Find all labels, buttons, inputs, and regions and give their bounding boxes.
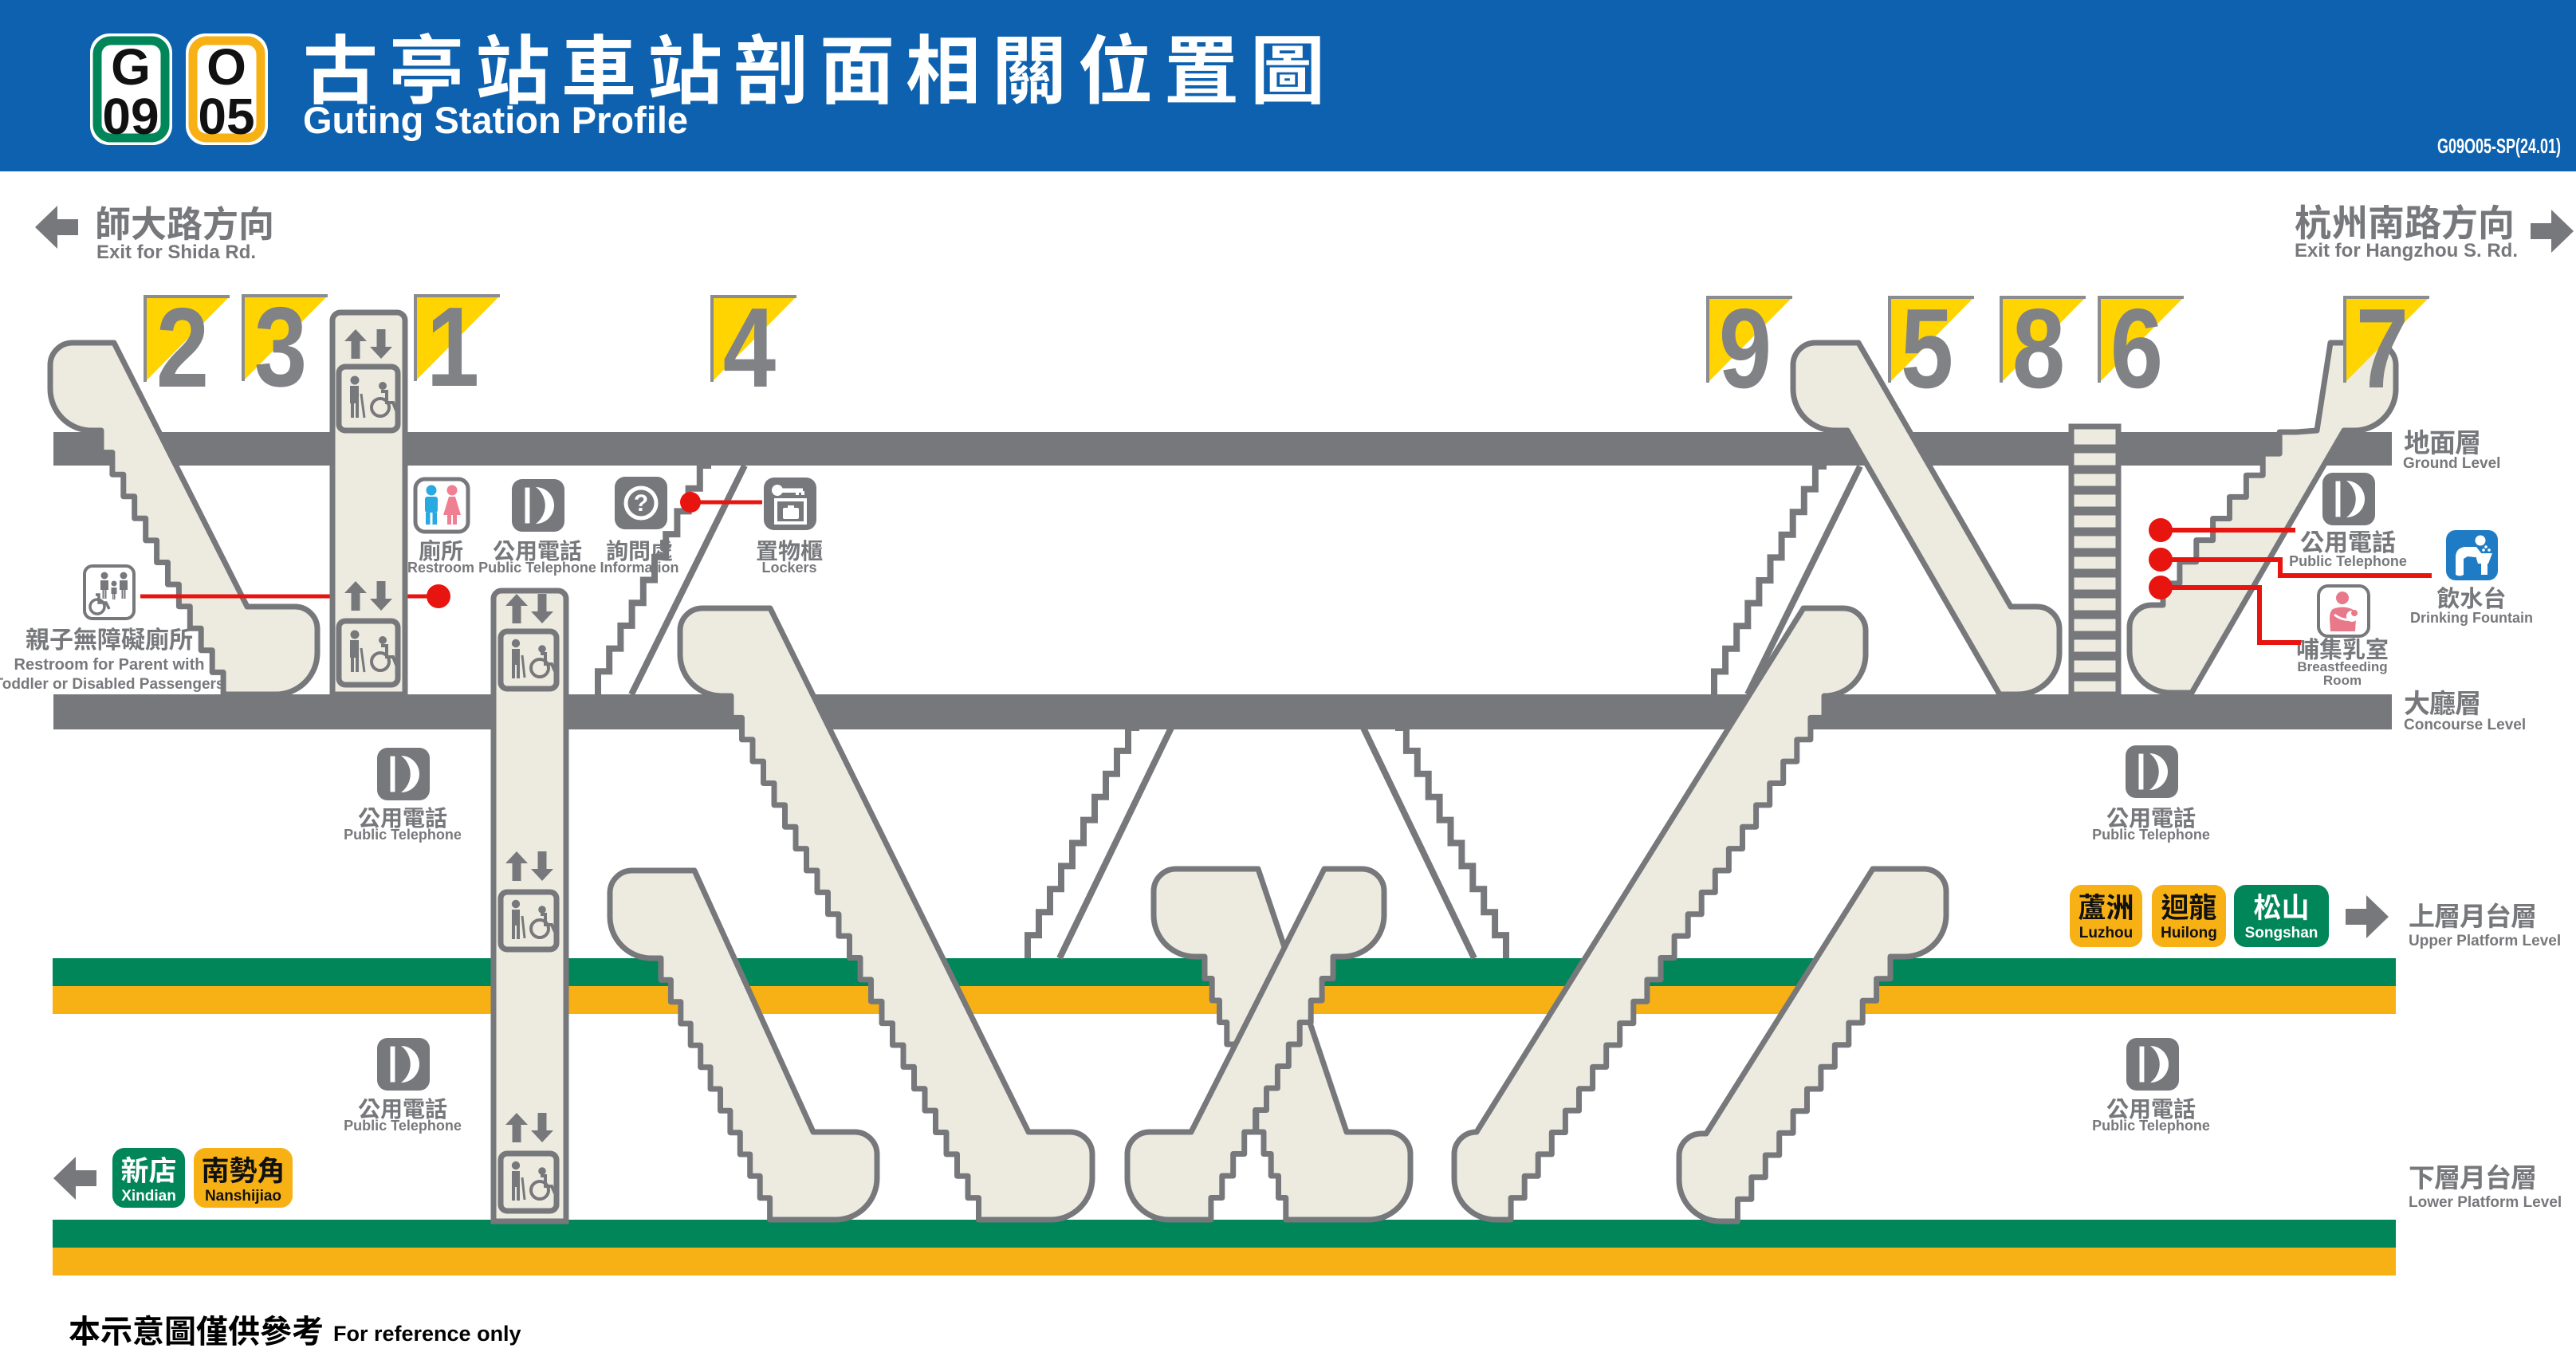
svg-text:公用電話: 公用電話 <box>358 806 447 831</box>
svg-text:Concourse Level: Concourse Level <box>2404 717 2526 733</box>
svg-text:公用電話: 公用電話 <box>2106 1097 2196 1122</box>
svg-text:09: 09 <box>102 88 159 145</box>
svg-text:Guting Station Profile: Guting Station Profile <box>303 99 688 141</box>
svg-text:南勢角: 南勢角 <box>201 1156 285 1187</box>
svg-text:地面層: 地面層 <box>2404 428 2480 458</box>
svg-text:Public Telephone: Public Telephone <box>2289 553 2407 569</box>
svg-text:6: 6 <box>2110 285 2163 411</box>
svg-text:Lower Platform Level: Lower Platform Level <box>2409 1194 2562 1211</box>
svg-text:置物櫃: 置物櫃 <box>756 539 823 564</box>
svg-text:Public Telephone: Public Telephone <box>344 1118 462 1134</box>
svg-text:迴龍: 迴龍 <box>2161 893 2216 924</box>
svg-text:Exit for Hangzhou S. Rd.: Exit for Hangzhou S. Rd. <box>2295 240 2518 261</box>
svg-text:詢問處: 詢問處 <box>606 539 673 564</box>
svg-text:師大路方向: 師大路方向 <box>95 204 274 245</box>
svg-text:親子無障礙廁所: 親子無障礙廁所 <box>26 627 193 654</box>
svg-text:05: 05 <box>198 88 254 145</box>
svg-text:公用電話: 公用電話 <box>2106 806 2196 831</box>
svg-text:3: 3 <box>254 283 307 410</box>
svg-text:5: 5 <box>1901 285 1953 411</box>
svg-text:上層月台層: 上層月台層 <box>2409 902 2536 931</box>
svg-text:Huilong: Huilong <box>2161 925 2217 941</box>
svg-text:For reference only: For reference only <box>333 1322 521 1346</box>
svg-text:Lockers: Lockers <box>761 560 816 576</box>
svg-text:Ground Level: Ground Level <box>2403 455 2500 472</box>
svg-text:Drinking Fountain: Drinking Fountain <box>2410 610 2533 626</box>
svg-text:Restroom: Restroom <box>407 560 474 576</box>
svg-text:G09O05-SP(24.01): G09O05-SP(24.01) <box>2437 134 2561 158</box>
svg-text:2: 2 <box>156 284 209 411</box>
svg-text:杭州南路方向: 杭州南路方向 <box>2295 202 2515 244</box>
svg-text:Breastfeeding: Breastfeeding <box>2297 659 2387 674</box>
svg-text:Room: Room <box>2323 673 2362 688</box>
svg-text:7: 7 <box>2356 285 2409 411</box>
svg-text:4: 4 <box>723 284 776 411</box>
svg-text:8: 8 <box>2012 285 2065 411</box>
svg-text:古亭站車站剖面相關位置圖: 古亭站車站剖面相關位置圖 <box>303 29 1336 113</box>
svg-text:?: ? <box>634 490 648 517</box>
svg-text:廁所: 廁所 <box>419 538 463 564</box>
svg-text:哺集乳室: 哺集乳室 <box>2296 637 2389 663</box>
svg-text:公用電話: 公用電話 <box>358 1097 447 1122</box>
svg-text:Public Telephone: Public Telephone <box>478 560 596 576</box>
svg-text:Public Telephone: Public Telephone <box>2092 1118 2210 1134</box>
svg-text:Public Telephone: Public Telephone <box>344 827 462 843</box>
svg-text:飲水台: 飲水台 <box>2436 585 2506 612</box>
svg-text:1: 1 <box>427 283 479 410</box>
svg-text:蘆洲: 蘆洲 <box>2078 893 2134 924</box>
svg-text:Xindian: Xindian <box>121 1188 176 1205</box>
svg-text:Public Telephone: Public Telephone <box>2092 827 2210 843</box>
svg-text:Toddler or Disabled Passengers: Toddler or Disabled Passengers <box>0 676 224 693</box>
svg-text:松山: 松山 <box>2253 893 2309 924</box>
svg-text:Upper Platform Level: Upper Platform Level <box>2409 933 2561 949</box>
svg-text:大廳層: 大廳層 <box>2404 689 2480 718</box>
svg-text:公用電話: 公用電話 <box>2300 530 2396 556</box>
svg-text:下層月台層: 下層月台層 <box>2409 1163 2536 1193</box>
svg-text:Nanshijiao: Nanshijiao <box>205 1188 281 1205</box>
svg-text:Luzhou: Luzhou <box>2079 925 2134 941</box>
svg-text:Restroom for Parent with: Restroom for Parent with <box>14 656 205 674</box>
svg-text:Information: Information <box>600 560 679 576</box>
svg-text:Exit for Shida Rd.: Exit for Shida Rd. <box>96 242 256 263</box>
svg-text:本示意圖僅供參考: 本示意圖僅供參考 <box>69 1315 324 1350</box>
svg-text:新店: 新店 <box>120 1156 176 1187</box>
svg-text:Songshan: Songshan <box>2245 925 2318 941</box>
svg-text:G: G <box>111 38 151 96</box>
svg-text:9: 9 <box>1719 285 1772 411</box>
svg-text:公用電話: 公用電話 <box>493 539 582 564</box>
svg-text:O: O <box>206 38 246 96</box>
